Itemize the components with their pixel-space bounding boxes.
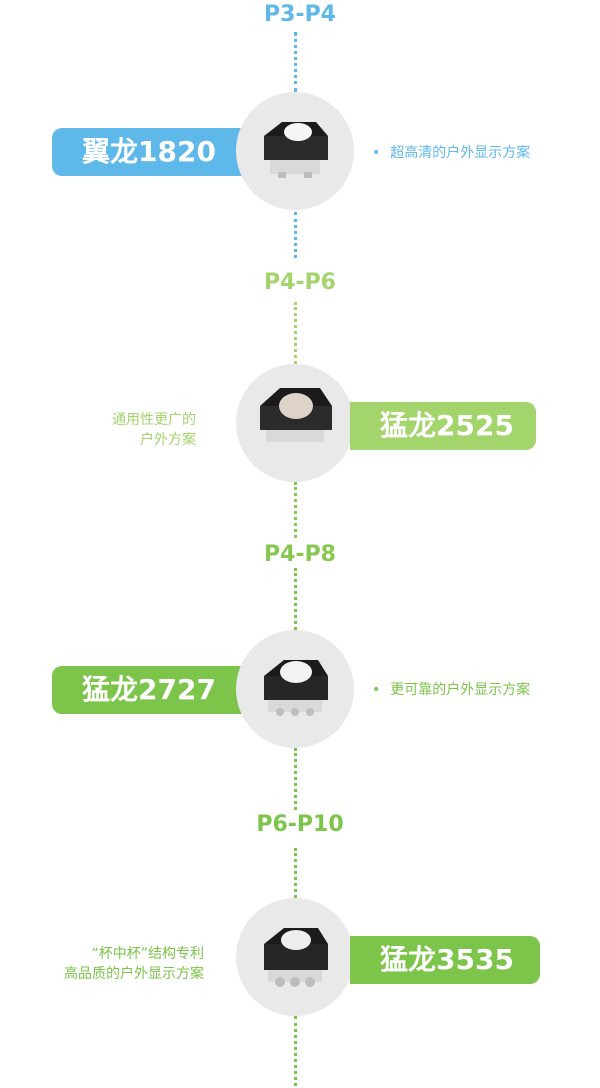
timeline-dots (294, 568, 297, 630)
led-chip-icon (260, 388, 332, 442)
product-label: 猛龙3535 (350, 936, 540, 984)
pixel-pitch-range: P3-P4 (264, 2, 336, 27)
product-label: 猛龙2727 (52, 666, 248, 714)
pixel-pitch-range: P4-P8 (264, 542, 336, 567)
product-image (236, 92, 354, 210)
product-description: 超高清的户外显示方案 (372, 143, 530, 163)
timeline-dots (294, 748, 297, 810)
product-description: 更可靠的户外显示方案 (372, 680, 530, 700)
timeline-dots (294, 32, 297, 92)
product-label: 猛龙2525 (350, 402, 536, 450)
description-line: 户外方案 (140, 432, 196, 448)
timeline-dots (294, 1016, 297, 1086)
timeline-dots (294, 848, 297, 898)
product-description: “杯中杯”结构专利 高品质的户外显示方案 (56, 944, 204, 984)
led-chip-icon (264, 660, 328, 716)
pixel-pitch-range: P4-P6 (264, 270, 336, 295)
timeline-dots (294, 482, 297, 538)
description-line: “杯中杯”结构专利 (91, 946, 204, 962)
product-label: 翼龙1820 (52, 128, 248, 176)
timeline-dots (294, 302, 297, 364)
led-chip-icon (264, 122, 328, 178)
timeline-dots (294, 212, 297, 258)
pixel-pitch-range: P6-P10 (256, 812, 344, 837)
led-chip-icon (264, 928, 328, 987)
product-image (236, 898, 354, 1016)
description-line: 高品质的户外显示方案 (64, 966, 204, 982)
product-image (236, 364, 354, 482)
product-description: 通用性更广的 户外方案 (86, 410, 196, 450)
description-line: 通用性更广的 (112, 412, 196, 428)
product-image (236, 630, 354, 748)
